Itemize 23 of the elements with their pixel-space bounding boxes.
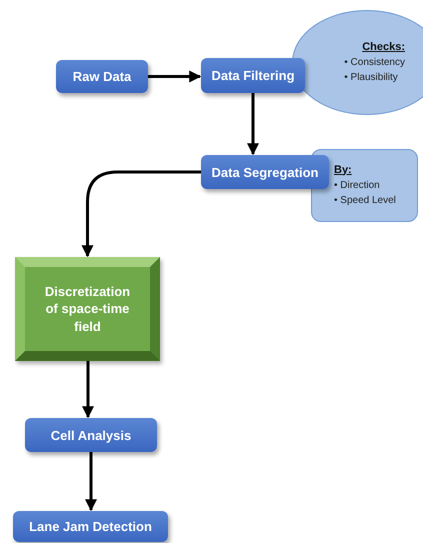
process-box — [201, 58, 305, 93]
bullet-item: • Consistency — [344, 56, 405, 70]
arrow — [247, 93, 259, 156]
callout-heading: Checks: — [362, 40, 405, 52]
arrow — [148, 70, 202, 82]
arrow — [82, 361, 94, 418]
bullet-item: • Direction — [334, 178, 381, 192]
process-box — [25, 418, 157, 452]
process-box — [201, 155, 329, 189]
bullet-item: • Speed Level — [334, 194, 397, 208]
box-label: Raw Data — [72, 69, 132, 84]
process-block — [15, 257, 160, 361]
block-label: Discretization of space-time field — [44, 282, 132, 336]
box-label: Lane Jam Detection — [29, 519, 152, 534]
arrow — [85, 452, 97, 512]
process-box — [56, 60, 148, 93]
arrow — [82, 170, 201, 258]
callout-heading: By: — [334, 164, 353, 176]
box-label: Cell Analysis — [50, 428, 132, 442]
bullet-item: • Plausibility — [344, 70, 399, 84]
box-label: Data Segregation — [212, 164, 318, 180]
box-label: Data Filtering — [211, 68, 295, 83]
process-box — [13, 511, 168, 542]
